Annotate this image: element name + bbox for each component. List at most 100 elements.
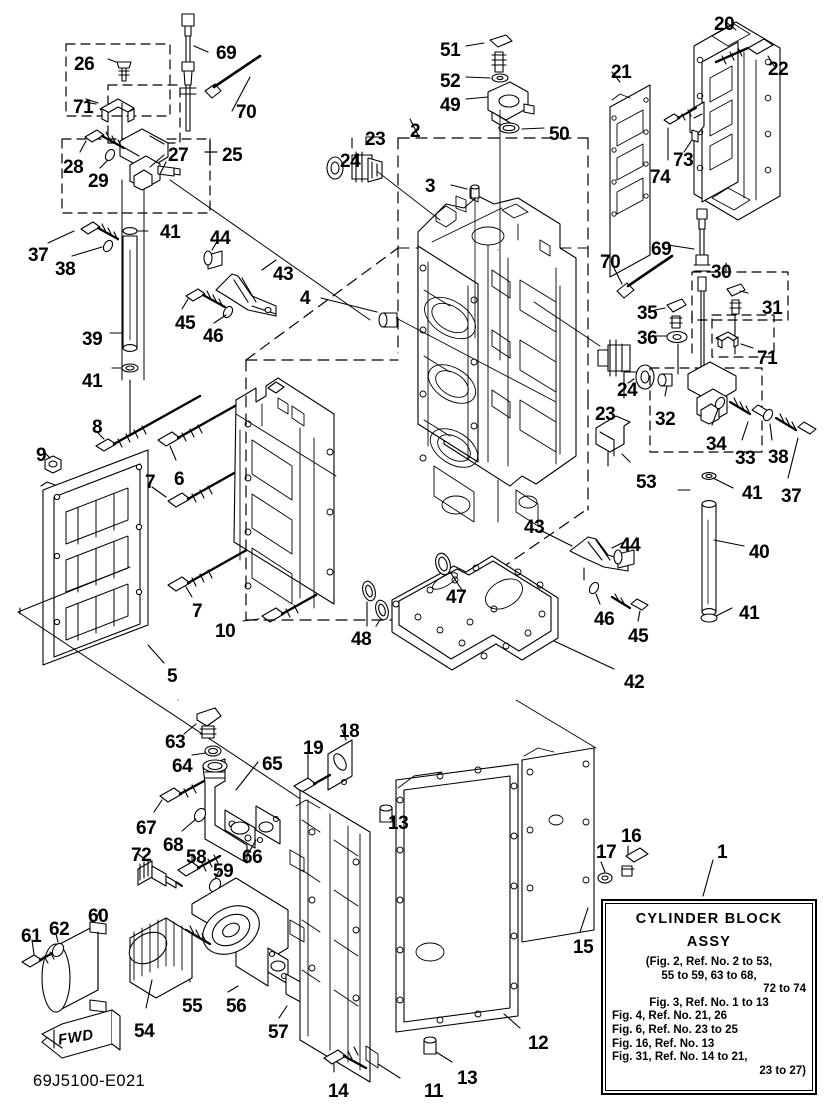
legend-inner-border: CYLINDER BLOCK ASSY (Fig. 2, Ref. No. 2 … bbox=[605, 903, 813, 1091]
callout-28: 28 bbox=[63, 157, 84, 178]
callout-22: 22 bbox=[768, 59, 789, 80]
callout-36: 36 bbox=[637, 328, 658, 349]
callout-69: 69 bbox=[651, 239, 672, 260]
callout-26: 26 bbox=[74, 54, 95, 75]
callout-56: 56 bbox=[226, 996, 247, 1017]
callout-61: 61 bbox=[21, 926, 42, 947]
callout-24: 24 bbox=[340, 151, 361, 172]
legend-line: (Fig. 2, Ref. No. 2 to 53, bbox=[645, 956, 773, 968]
legend-line: Fig. 31, Ref. No. 14 to 21, bbox=[612, 1051, 748, 1064]
callout-33: 33 bbox=[735, 448, 756, 469]
callout-45: 45 bbox=[628, 626, 649, 647]
callout-49: 49 bbox=[440, 95, 461, 116]
callout-44: 44 bbox=[210, 228, 231, 249]
callout-55: 55 bbox=[182, 996, 203, 1017]
callout-29: 29 bbox=[88, 171, 109, 192]
callout-17: 17 bbox=[596, 842, 617, 863]
legend-line: Fig. 6, Ref. No. 23 to 25 bbox=[612, 1023, 738, 1036]
callout-58: 58 bbox=[186, 847, 207, 868]
legend-line: Fig. 3, Ref. No. 1 to 13 bbox=[649, 996, 769, 1009]
callout-7: 7 bbox=[192, 601, 203, 622]
callout-34: 34 bbox=[706, 434, 727, 455]
callout-39: 39 bbox=[82, 329, 103, 350]
callout-12: 12 bbox=[528, 1033, 549, 1054]
callout-73: 73 bbox=[673, 150, 694, 171]
callout-53: 53 bbox=[636, 472, 657, 493]
legend-line: Fig. 4, Ref. No. 21, 26 bbox=[612, 1010, 728, 1023]
callout-13: 13 bbox=[388, 813, 409, 834]
callout-46: 46 bbox=[203, 326, 224, 347]
callout-6: 6 bbox=[174, 469, 185, 490]
legend-title: CYLINDER BLOCK bbox=[635, 911, 783, 927]
callout-52: 52 bbox=[440, 71, 461, 92]
callout-41: 41 bbox=[739, 603, 760, 624]
callout-65: 65 bbox=[262, 754, 283, 775]
callout-35: 35 bbox=[637, 303, 658, 324]
callout-15: 15 bbox=[573, 937, 594, 958]
callout-18: 18 bbox=[339, 721, 360, 742]
callout-4: 4 bbox=[300, 288, 311, 309]
callout-37: 37 bbox=[781, 486, 802, 507]
callout-63: 63 bbox=[165, 732, 186, 753]
callout-7: 7 bbox=[145, 472, 156, 493]
callout-62: 62 bbox=[49, 919, 70, 940]
callout-1: 1 bbox=[717, 842, 728, 863]
callout-43: 43 bbox=[273, 264, 294, 285]
callout-70: 70 bbox=[600, 252, 621, 273]
callout-10: 10 bbox=[215, 621, 236, 642]
callout-59: 59 bbox=[213, 861, 234, 882]
legend-reference-lines: (Fig. 2, Ref. No. 2 to 53, 55 to 59, 63 … bbox=[612, 956, 806, 1078]
callout-25: 25 bbox=[222, 145, 243, 166]
legend-box: CYLINDER BLOCK ASSY (Fig. 2, Ref. No. 2 … bbox=[601, 899, 817, 1095]
callout-30: 30 bbox=[711, 262, 732, 283]
callout-66: 66 bbox=[242, 847, 263, 868]
callout-21: 21 bbox=[611, 62, 632, 83]
callout-23: 23 bbox=[365, 129, 386, 150]
callout-38: 38 bbox=[768, 447, 789, 468]
callout-70: 70 bbox=[236, 102, 257, 123]
callout-40: 40 bbox=[749, 542, 770, 563]
callout-44: 44 bbox=[620, 535, 641, 556]
callout-47: 47 bbox=[446, 587, 467, 608]
callout-71: 71 bbox=[757, 348, 778, 369]
callout-46: 46 bbox=[594, 609, 615, 630]
callout-13: 13 bbox=[457, 1068, 478, 1089]
callout-57: 57 bbox=[268, 1022, 289, 1043]
callout-45: 45 bbox=[175, 313, 196, 334]
sheet-code: 69J5100-E021 bbox=[33, 1072, 146, 1090]
callout-41: 41 bbox=[82, 371, 103, 392]
callout-48: 48 bbox=[351, 629, 372, 650]
legend-line: Fig. 16, Ref. No. 13 bbox=[612, 1037, 715, 1050]
legend-line: 23 to 27) bbox=[759, 1064, 806, 1077]
callout-64: 64 bbox=[172, 756, 193, 777]
callout-43: 43 bbox=[524, 517, 545, 538]
callout-19: 19 bbox=[303, 738, 324, 759]
callout-2: 2 bbox=[410, 121, 421, 142]
callout-32: 32 bbox=[655, 409, 676, 430]
callout-31: 31 bbox=[762, 298, 783, 319]
callout-8: 8 bbox=[92, 417, 103, 438]
legend-line: 55 to 59, 63 to 68, bbox=[661, 969, 757, 982]
callout-60: 60 bbox=[88, 906, 109, 927]
callout-50: 50 bbox=[549, 124, 570, 145]
callout-9: 9 bbox=[36, 445, 47, 466]
callout-23: 23 bbox=[595, 404, 616, 425]
callout-41: 41 bbox=[160, 222, 181, 243]
callout-27: 27 bbox=[168, 145, 189, 166]
callout-20: 20 bbox=[714, 14, 735, 35]
callout-68: 68 bbox=[163, 835, 184, 856]
callout-71: 71 bbox=[73, 97, 94, 118]
callout-72: 72 bbox=[131, 845, 152, 866]
legend-line: 72 to 74 bbox=[763, 983, 806, 996]
callout-42: 42 bbox=[624, 672, 645, 693]
callout-5: 5 bbox=[167, 666, 178, 687]
callout-67: 67 bbox=[136, 818, 157, 839]
callout-54: 54 bbox=[134, 1021, 155, 1042]
callout-16: 16 bbox=[621, 826, 642, 847]
callout-24: 24 bbox=[617, 380, 638, 401]
callout-3: 3 bbox=[425, 176, 436, 197]
callout-38: 38 bbox=[55, 259, 76, 280]
callout-74: 74 bbox=[650, 167, 671, 188]
callout-51: 51 bbox=[440, 40, 461, 61]
